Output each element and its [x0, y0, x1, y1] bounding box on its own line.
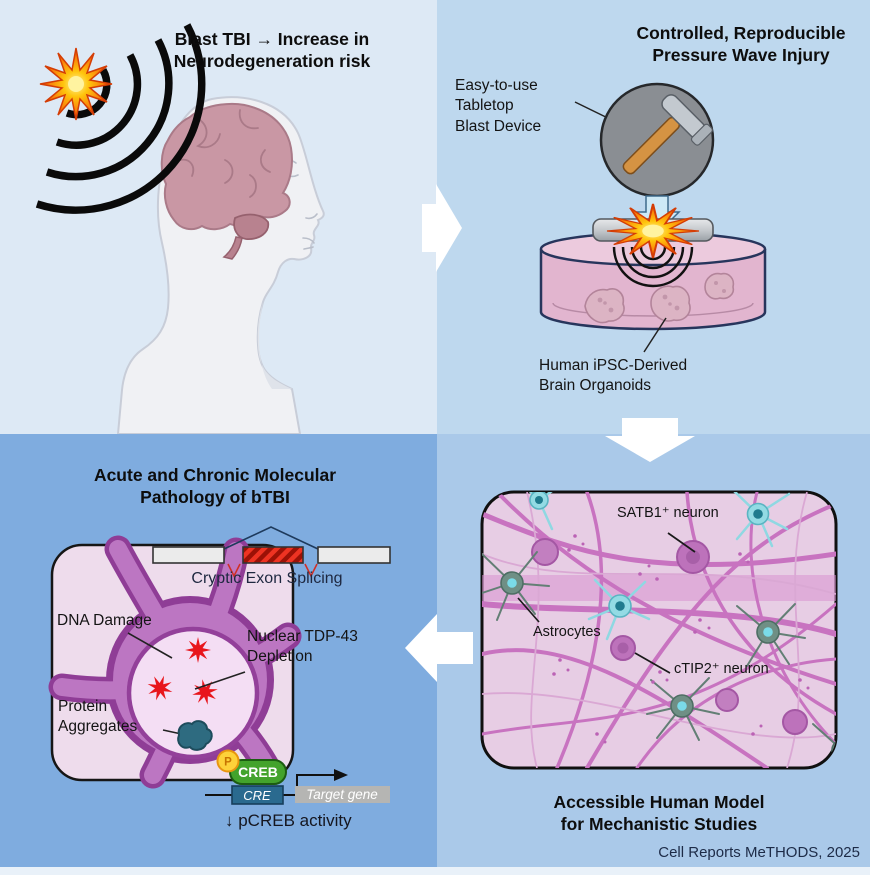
panel-blast-tbi: Blast TBI → Increase in Neurodegeneratio…: [0, 0, 437, 434]
satb1-neuron-label: SATB1⁺ neuron: [617, 505, 719, 521]
exon-box: [152, 546, 225, 564]
cell-pathology-illustration: Target gene CRE CREB P: [48, 526, 391, 805]
protein-aggregate-icon: [177, 720, 213, 751]
neck-shadow: [257, 302, 292, 389]
panel-title-pressure-wave: Controlled, Reproducible Pressure Wave I…: [591, 22, 870, 67]
cre-label: CRE: [243, 788, 271, 803]
pressure-wave-arcs-icon: [612, 246, 694, 288]
human-model-caption: Accessible Human Model for Mechanistic S…: [482, 791, 836, 836]
title-line: Controlled, Reproducible: [636, 23, 846, 43]
brain-gyri: [179, 109, 271, 198]
blast-device-illustration: [539, 82, 767, 353]
organoid-microscopy-illustration: [480, 490, 838, 770]
blast-head-illustration: [35, 23, 325, 434]
panel-pathology: Target gene CRE CREB P Acute and Chronic…: [0, 434, 437, 867]
cryptic-exon-label: Cryptic Exon Splicing: [191, 570, 343, 587]
target-gene-label: Target gene: [306, 787, 378, 802]
dna-damage-icon: [147, 637, 218, 705]
creb-signaling-diagram: Target gene CRE CREB P: [205, 749, 390, 805]
target-gene-box: [295, 786, 390, 803]
hammer-device-icon: [599, 82, 715, 198]
cryptic-exon-diagram: [152, 526, 391, 578]
transcription-arrowhead: [334, 769, 348, 781]
creb-label: CREB: [238, 764, 278, 780]
panel-human-model: SATB1⁺ neuron Astrocytes cTIP2⁺ neuron A…: [437, 434, 870, 867]
organoid-pointer-line: [643, 317, 667, 353]
panel-pressure-wave: Controlled, Reproducible Pressure Wave I…: [437, 0, 870, 434]
microscopy-pointer-lines: [517, 532, 696, 674]
title-line: Pathology of bTBI: [140, 487, 290, 508]
panel-title-blast-tbi: Blast TBI → Increase in Neurodegeneratio…: [100, 28, 444, 73]
cyan-neurons: [515, 492, 791, 641]
nucleus: [126, 626, 260, 760]
cre-box: [231, 785, 284, 805]
astrocyte-cells: [482, 551, 836, 768]
impact-starburst-icon: [606, 203, 700, 259]
pcreb-activity-label: ↓ pCREB activity: [225, 811, 352, 830]
title-line: Pressure Wave Injury: [652, 45, 830, 66]
cryptic-exon-box: [242, 546, 304, 564]
flow-arrow-right-icon: [422, 184, 462, 272]
microscopy-content: [482, 492, 836, 768]
flow-arrow-left-icon: [405, 614, 473, 682]
organoid-label: Human iPSC-Derived Brain Organoids: [539, 357, 688, 395]
footer-strip: [0, 867, 870, 875]
hammer-face: [690, 123, 713, 146]
dna-damage-label: DNA Damage: [57, 612, 152, 629]
flow-arrow-down-icon: [605, 418, 695, 462]
ctip2-neuron-label: cTIP2⁺ neuron: [674, 661, 769, 677]
title-line: Blast TBI → Increase in: [174, 29, 370, 49]
purple-neuron-somas: [531, 538, 808, 735]
blast-starburst-icon: [39, 47, 113, 121]
device-label: Easy-to-use Tabletop Blast Device: [455, 77, 542, 135]
title-line: Neurodegeneration risk: [173, 51, 371, 72]
exon-box: [317, 546, 391, 564]
speckles: [552, 534, 810, 744]
protein-aggregates-label: Protein Aggregates: [58, 698, 138, 736]
neurites: [482, 492, 836, 768]
title-line: Acute and Chronic Molecular: [93, 465, 337, 485]
caption-line: Accessible Human Model: [553, 792, 765, 812]
journal-credit: Cell Reports MeTHODS, 2025: [658, 844, 860, 861]
phospho-icon: [216, 749, 240, 773]
panel-title-pathology: Acute and Chronic Molecular Pathology of…: [45, 464, 385, 509]
brainstem: [222, 236, 243, 260]
astrocytes-label: Astrocytes: [533, 624, 601, 640]
organoids: [584, 272, 735, 324]
caption-line: for Mechanistic Studies: [560, 814, 758, 835]
cerebellum: [233, 213, 270, 240]
tdp43-label: Nuclear TDP-43 Depletion: [247, 628, 358, 666]
phospho-label: P: [224, 757, 232, 769]
